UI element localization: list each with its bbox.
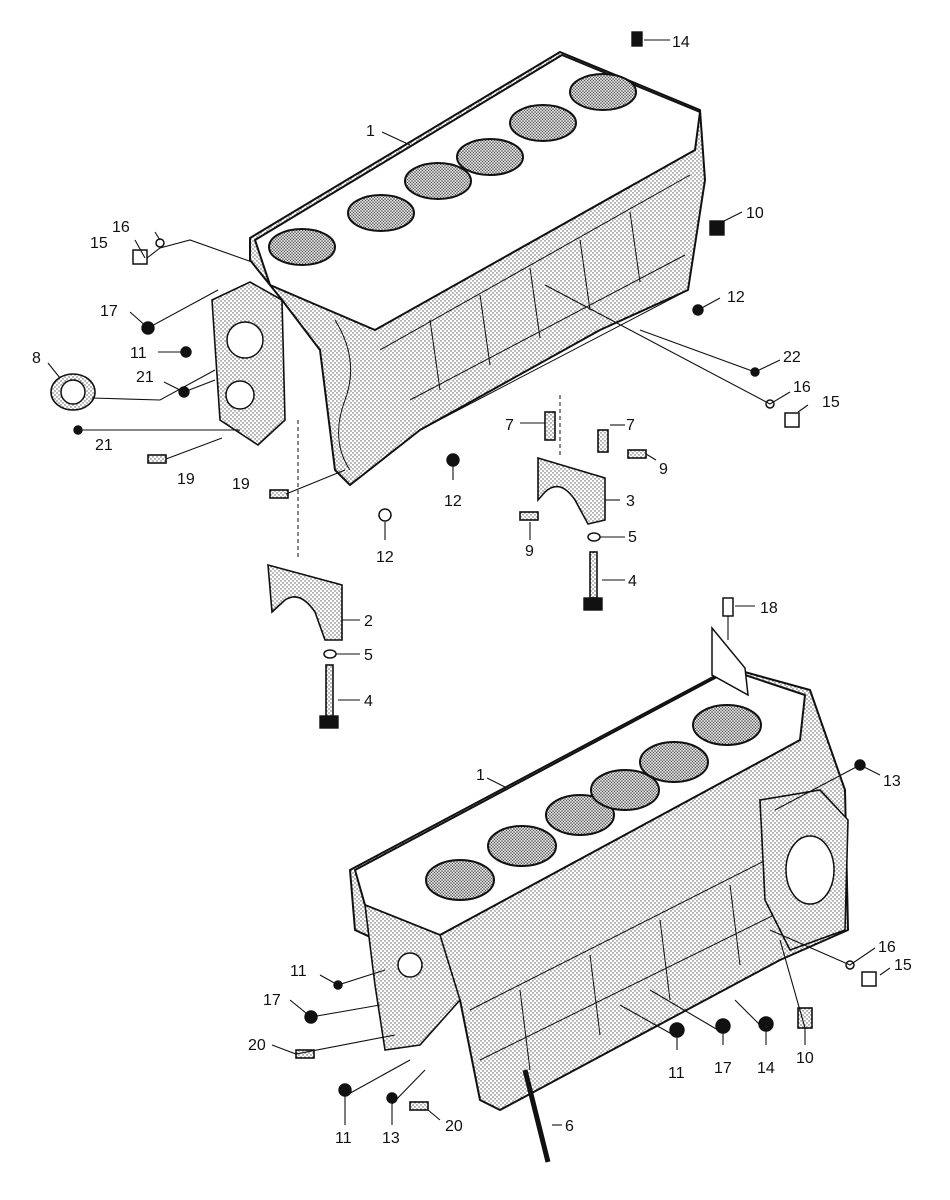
upper-leader-lines <box>47 39 809 701</box>
callout-17-top: 17 <box>100 303 118 320</box>
callout-14-bottom: 14 <box>757 1060 775 1077</box>
callout-19-top-mid: 19 <box>232 476 250 493</box>
callout-17-bottom-left: 17 <box>263 992 281 1009</box>
callout-9-top-right: 9 <box>659 461 668 478</box>
callout-8-top: 8 <box>32 350 41 367</box>
callout-3-top: 3 <box>626 493 635 510</box>
callout-11-bottom-lower: 11 <box>335 1130 352 1147</box>
callout-21-top-upper: 21 <box>136 369 154 386</box>
callout-12-top-right: 12 <box>727 289 745 306</box>
callout-6-bottom: 6 <box>565 1118 574 1135</box>
callout-15-top-right: 15 <box>822 394 840 411</box>
callout-17-bottom-center: 17 <box>714 1060 732 1077</box>
callout-4-top-right: 4 <box>628 573 637 590</box>
callout-1-bottom: 1 <box>476 767 485 784</box>
main-bearing-cap-2 <box>267 563 343 729</box>
callout-4-top-left: 4 <box>364 693 373 710</box>
callout-12-top-center: 12 <box>444 493 462 510</box>
callout-11-bottom-center: 11 <box>668 1065 685 1082</box>
callout-5-top-left: 5 <box>364 647 373 664</box>
callout-15-top-left: 15 <box>90 235 108 252</box>
callout-22-top: 22 <box>783 349 801 366</box>
callout-7-top-left: 7 <box>505 417 514 434</box>
callout-14-top: 14 <box>672 34 690 51</box>
bottom-callout-labels: 18 1 13 16 15 11 17 20 11 17 14 10 11 13… <box>248 600 912 1147</box>
callout-9-top-left: 9 <box>525 543 534 560</box>
top-callout-labels: 1 14 10 16 15 17 11 8 21 21 19 19 12 12 … <box>32 34 840 710</box>
lower-leader-lines <box>271 605 891 1126</box>
callout-19-top-left: 19 <box>177 471 195 488</box>
lower-cylinder-block <box>349 625 849 1111</box>
callout-13-bottom-lower: 13 <box>382 1130 400 1147</box>
callout-1-top: 1 <box>366 123 375 140</box>
callout-18-bottom: 18 <box>760 600 778 617</box>
callout-10-bottom: 10 <box>796 1050 814 1067</box>
seal-ring-part <box>50 373 96 411</box>
callout-16-top-left: 16 <box>112 219 130 236</box>
callout-11-bottom-left: 11 <box>290 963 307 980</box>
callout-21-top-lower: 21 <box>95 437 113 454</box>
callout-2-top: 2 <box>364 613 373 630</box>
callout-16-top-right: 16 <box>793 379 811 396</box>
callout-15-bottom: 15 <box>894 957 912 974</box>
callout-7-top-right: 7 <box>626 417 635 434</box>
callout-20-bottom-left: 20 <box>248 1037 266 1054</box>
callout-13-bottom-right: 13 <box>883 773 901 790</box>
callout-20-bottom-lower: 20 <box>445 1118 463 1135</box>
callout-5-top-right: 5 <box>628 529 637 546</box>
callout-11-top: 11 <box>130 345 147 362</box>
callout-10-top: 10 <box>746 205 764 222</box>
callout-12-top-lower: 12 <box>376 549 394 566</box>
callout-16-bottom: 16 <box>878 939 896 956</box>
upper-cylinder-block <box>211 51 706 486</box>
